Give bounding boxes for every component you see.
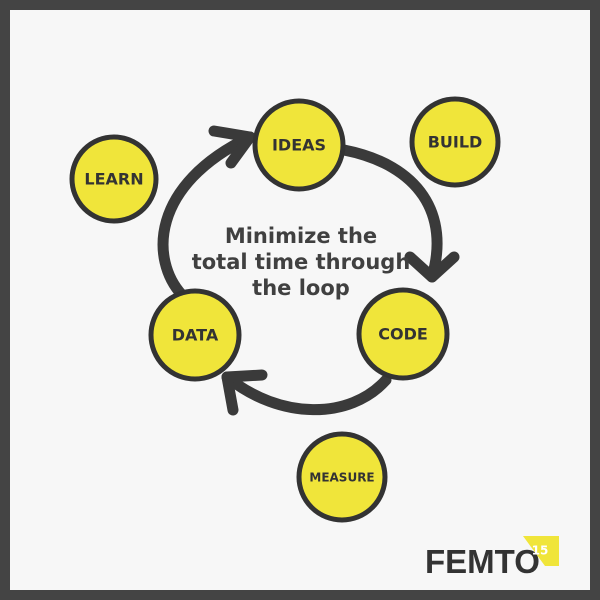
- node-measure-label: MEASURE: [309, 471, 374, 485]
- node-code-label: CODE: [378, 325, 428, 344]
- node-ideas: IDEAS: [252, 98, 346, 192]
- center-text-line-1: Minimize the: [225, 224, 377, 248]
- node-build: BUILD: [409, 96, 501, 188]
- arrowhead-code: [404, 251, 460, 283]
- node-learn-label: LEARN: [84, 170, 143, 189]
- femto-logo: FEMTO 15: [425, 536, 559, 580]
- loop-arrows: [157, 125, 460, 416]
- node-ideas-label: IDEAS: [272, 136, 326, 155]
- node-code: CODE: [356, 287, 450, 381]
- arrow-data-to-ideas: [157, 131, 256, 301]
- arrow-ideas-to-code: [338, 144, 443, 283]
- center-text-line-2: total time through: [192, 250, 411, 274]
- brand-badge-number: 15: [532, 544, 549, 558]
- node-learn: LEARN: [69, 134, 159, 224]
- center-text-line-3: the loop: [252, 276, 350, 300]
- brand-name: FEMTO: [425, 543, 540, 580]
- node-data-label: DATA: [172, 326, 219, 345]
- node-build-label: BUILD: [428, 133, 483, 152]
- arrowhead-ideas: [208, 125, 256, 169]
- arrowhead-data: [221, 369, 268, 416]
- arrow-code-to-data: [221, 371, 392, 416]
- node-measure: MEASURE: [296, 431, 388, 523]
- brand-badge: [523, 536, 559, 566]
- center-caption: Minimize the total time through the loop: [192, 224, 411, 300]
- node-data: DATA: [148, 288, 242, 382]
